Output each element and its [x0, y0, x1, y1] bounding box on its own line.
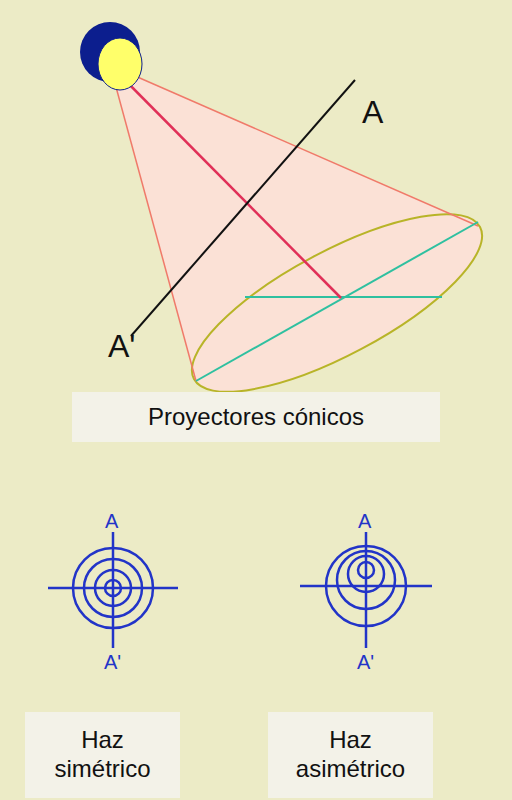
box-text: Haz asimétrico [280, 726, 421, 784]
caption-box: Proyectores cónicos [72, 392, 440, 442]
axis-letter: A' [104, 652, 121, 672]
box-text: Haz simétrico [37, 726, 168, 784]
symmetric-beam-symbol [48, 532, 178, 648]
section-line [131, 80, 355, 336]
axis-letter: A [105, 511, 118, 531]
beam-ellipse [170, 181, 505, 425]
axis-letter: A [362, 96, 383, 128]
cone-edge [110, 65, 478, 226]
axis-letter: A' [357, 652, 374, 672]
label-box: Haz asimétrico [268, 712, 433, 798]
lamp-face [98, 38, 142, 90]
axis-letter: A' [108, 330, 135, 362]
asymmetric-beam-symbol [300, 532, 432, 648]
beam-center-line [110, 65, 341, 298]
label-box: Haz simétrico [25, 712, 180, 798]
box-text: Proyectores cónicos [148, 403, 364, 432]
beam-axis [196, 222, 478, 381]
axis-letter: A [358, 511, 371, 531]
